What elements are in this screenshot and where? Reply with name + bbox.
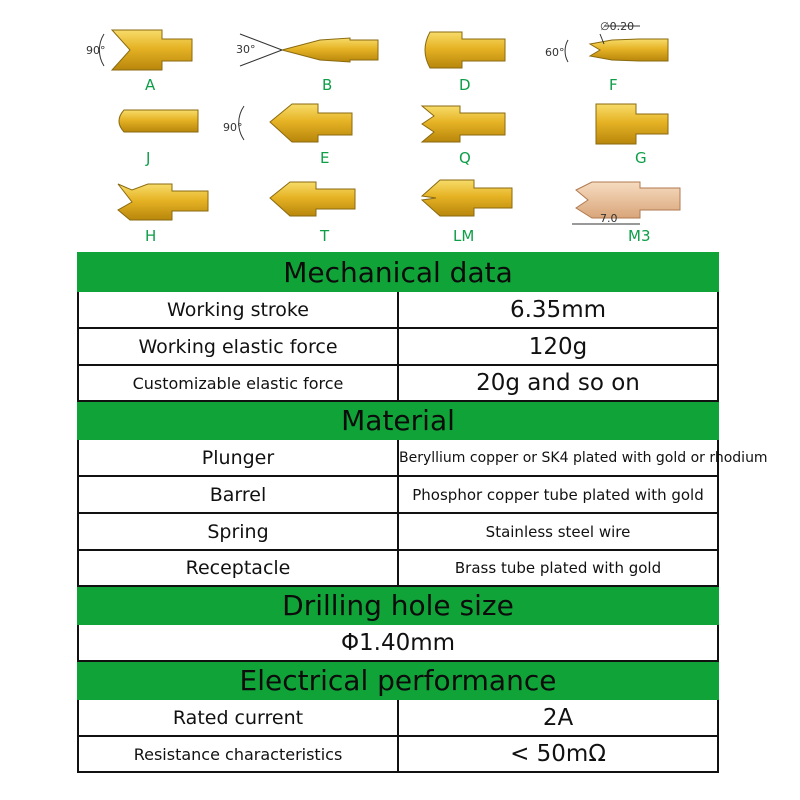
table-row: Spring Stainless steel wire <box>77 512 719 551</box>
tip-lm: LM <box>420 179 513 245</box>
table-row: Φ1.40mm <box>77 623 719 662</box>
tip-b-angle: 30° <box>236 43 256 56</box>
spring-value: Stainless steel wire <box>397 512 719 551</box>
custom-force-label: Customizable elastic force <box>77 364 399 402</box>
tip-a: 90° A <box>86 29 193 94</box>
section-header-electrical: Electrical performance <box>77 660 719 700</box>
tip-e-label: E <box>320 149 329 167</box>
tip-f-diameter: ∅0.20 <box>600 20 634 33</box>
table-row: Resistance characteristics < 50mΩ <box>77 735 719 773</box>
tip-e-angle: 90° <box>223 121 243 134</box>
section-title-material: Material <box>77 400 719 440</box>
tip-d: D <box>424 31 506 94</box>
tip-t: T <box>269 181 356 245</box>
tip-t-label: T <box>319 227 330 245</box>
working-force-label: Working elastic force <box>77 327 399 366</box>
tip-e: 90° E <box>223 103 353 167</box>
section-title-electrical: Electrical performance <box>77 660 719 700</box>
tip-f-angle: 60° <box>545 46 565 59</box>
table-row: Rated current 2A <box>77 698 719 737</box>
tip-g-label: G <box>635 149 647 167</box>
receptacle-label: Receptacle <box>77 549 399 587</box>
plunger-value: Beryllium copper or SK4 plated with gold… <box>397 438 768 477</box>
tip-h: H <box>117 183 209 245</box>
custom-force-value: 20g and so on <box>397 364 719 402</box>
tip-j: J <box>118 109 199 167</box>
working-stroke-label: Working stroke <box>77 290 399 329</box>
table-row: Receptacle Brass tube plated with gold <box>77 549 719 587</box>
tip-q-label: Q <box>459 149 471 167</box>
tip-f-label: F <box>609 76 618 94</box>
plunger-label: Plunger <box>77 438 399 477</box>
barrel-label: Barrel <box>77 475 399 514</box>
section-title-drilling: Drilling hole size <box>77 585 719 625</box>
section-header-mechanical: Mechanical data <box>77 252 719 292</box>
spec-table: Mechanical data Working stroke 6.35mm Wo… <box>77 252 768 773</box>
tip-b: 30° B <box>236 33 379 94</box>
rated-current-label: Rated current <box>77 698 399 737</box>
table-row: Barrel Phosphor copper tube plated with … <box>77 475 719 514</box>
tip-b-label: B <box>322 76 332 94</box>
tip-q: Q <box>420 105 506 167</box>
section-header-material: Material <box>77 400 719 440</box>
resistance-label: Resistance characteristics <box>77 735 399 773</box>
tip-f: 60° ∅0.20 F <box>545 20 669 94</box>
probe-tip-diagram: 90° A 30° B D 60° ∅0.20 F J 90° E Q <box>86 20 681 245</box>
tip-lm-label: LM <box>453 227 474 245</box>
tip-d-label: D <box>459 76 471 94</box>
tip-g: G <box>595 103 669 167</box>
section-header-drilling: Drilling hole size <box>77 585 719 625</box>
resistance-value: < 50mΩ <box>397 735 719 773</box>
working-stroke-value: 6.35mm <box>397 290 719 329</box>
table-row: Customizable elastic force 20g and so on <box>77 364 719 402</box>
tip-a-label: A <box>145 76 156 94</box>
tip-m3-dimension: 7.0 <box>600 212 618 225</box>
spring-label: Spring <box>77 512 399 551</box>
drilling-value: Φ1.40mm <box>77 623 719 662</box>
barrel-value: Phosphor copper tube plated with gold <box>397 475 719 514</box>
working-force-value: 120g <box>397 327 719 366</box>
table-row: Working elastic force 120g <box>77 327 719 366</box>
receptacle-value: Brass tube plated with gold <box>397 549 719 587</box>
tip-m3-label: M3 <box>628 227 651 245</box>
rated-current-value: 2A <box>397 698 719 737</box>
tip-j-label: J <box>145 149 150 167</box>
tip-a-angle: 90° <box>86 44 106 57</box>
table-row: Plunger Beryllium copper or SK4 plated w… <box>77 438 768 477</box>
table-row: Working stroke 6.35mm <box>77 290 719 329</box>
tip-h-label: H <box>145 227 156 245</box>
section-title-mechanical: Mechanical data <box>77 252 719 292</box>
tip-m3: 7.0 M3 <box>572 181 681 245</box>
